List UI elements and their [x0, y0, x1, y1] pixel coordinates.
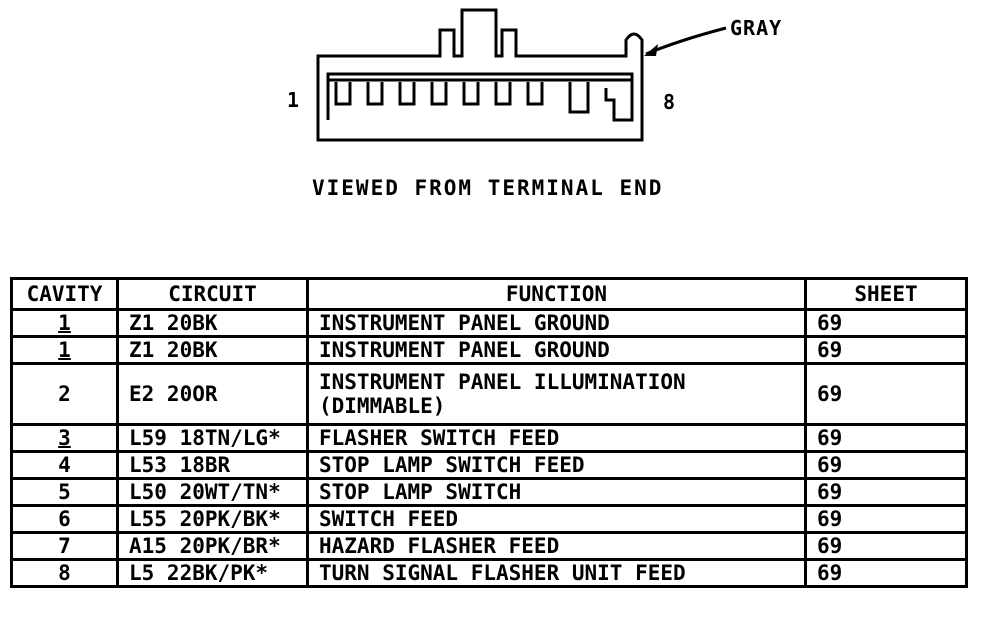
function-cell: STOP LAMP SWITCH FEED — [306, 450, 807, 480]
terminal-slots — [334, 82, 590, 114]
connector-housing — [316, 8, 644, 142]
cavity-cell: 3 — [10, 423, 119, 453]
diagram-caption: VIEWED FROM TERMINAL END — [312, 176, 664, 200]
sheet-cell: 69 — [804, 450, 968, 480]
terminal-strip — [326, 72, 634, 122]
sheet-cell: 69 — [804, 558, 968, 588]
cavity-cell: 1 — [10, 335, 119, 365]
cavity-cell: 2 — [10, 362, 119, 426]
table-row: 2 E2 20OR INSTRUMENT PANEL ILLUMINATION … — [10, 362, 968, 426]
cavity-cell: 1 — [10, 308, 119, 338]
sheet-cell: 69 — [804, 477, 968, 507]
table-row: 1 Z1 20BK INSTRUMENT PANEL GROUND 69 — [10, 335, 968, 365]
connector-diagram — [316, 8, 727, 142]
function-cell: HAZARD FLASHER FEED — [306, 531, 807, 561]
function-cell: SWITCH FEED — [306, 504, 807, 534]
sheet-cell: 69 — [804, 423, 968, 453]
circuit-cell: L50 20WT/TN* — [116, 477, 309, 507]
table-row: 1 Z1 20BK INSTRUMENT PANEL GROUND 69 — [10, 308, 968, 338]
terminal-slot — [366, 82, 384, 106]
circuit-cell: L59 18TN/LG* — [116, 423, 309, 453]
circuit-cell: L55 20PK/BK* — [116, 504, 309, 534]
table-row: 8 L5 22BK/PK* TURN SIGNAL FLASHER UNIT F… — [10, 558, 968, 588]
cavity-cell: 8 — [10, 558, 119, 588]
circuit-cell: Z1 20BK — [116, 335, 309, 365]
terminal-slot — [462, 82, 480, 106]
circuit-cell: L53 18BR — [116, 450, 309, 480]
connector-color-label: GRAY — [730, 16, 783, 40]
table-header-row: CAVITY CIRCUIT FUNCTION SHEET — [10, 277, 968, 311]
terminal-slot — [494, 82, 512, 106]
terminal-slot — [526, 82, 544, 106]
function-cell: INSTRUMENT PANEL GROUND — [306, 335, 807, 365]
function-cell: INSTRUMENT PANEL ILLUMINATION (DIMMABLE) — [306, 362, 807, 426]
terminal-slot — [398, 82, 416, 106]
table-row: 6 L55 20PK/BK* SWITCH FEED 69 — [10, 504, 968, 534]
table-row: 7 A15 20PK/BR* HAZARD FLASHER FEED 69 — [10, 531, 968, 561]
cavity-cell: 4 — [10, 450, 119, 480]
cavity-cell: 5 — [10, 477, 119, 507]
function-cell: FLASHER SWITCH FEED — [306, 423, 807, 453]
leader-arrowhead — [644, 44, 658, 56]
pinout-table: CAVITY CIRCUIT FUNCTION SHEET 1 Z1 20BK … — [10, 277, 968, 588]
circuit-cell: A15 20PK/BR* — [116, 531, 309, 561]
table-row: 4 L53 18BR STOP LAMP SWITCH FEED 69 — [10, 450, 968, 480]
circuit-cell: E2 20OR — [116, 362, 309, 426]
table-row: 5 L50 20WT/TN* STOP LAMP SWITCH 69 — [10, 477, 968, 507]
circuit-cell: Z1 20BK — [116, 308, 309, 338]
function-cell: STOP LAMP SWITCH — [306, 477, 807, 507]
terminal-slot — [430, 82, 448, 106]
sheet-cell: 69 — [804, 335, 968, 365]
terminal-slot — [334, 82, 352, 106]
header-cavity: CAVITY — [10, 277, 119, 311]
function-cell: INSTRUMENT PANEL GROUND — [306, 308, 807, 338]
terminal-slot — [568, 82, 590, 114]
header-sheet: SHEET — [804, 277, 968, 311]
cavity-cell: 6 — [10, 504, 119, 534]
sheet-cell: 69 — [804, 362, 968, 426]
cavity-cell: 7 — [10, 531, 119, 561]
function-cell: TURN SIGNAL FLASHER UNIT FEED — [306, 558, 807, 588]
sheet-cell: 69 — [804, 504, 968, 534]
header-function: FUNCTION — [306, 277, 807, 311]
circuit-cell: L5 22BK/PK* — [116, 558, 309, 588]
table-row: 3 L59 18TN/LG* FLASHER SWITCH FEED 69 — [10, 423, 968, 453]
color-leader-line — [645, 26, 727, 56]
header-circuit: CIRCUIT — [116, 277, 309, 311]
pin-8-label: 8 — [663, 90, 676, 114]
sheet-cell: 69 — [804, 531, 968, 561]
pin-1-label: 1 — [287, 88, 300, 112]
sheet-cell: 69 — [804, 308, 968, 338]
